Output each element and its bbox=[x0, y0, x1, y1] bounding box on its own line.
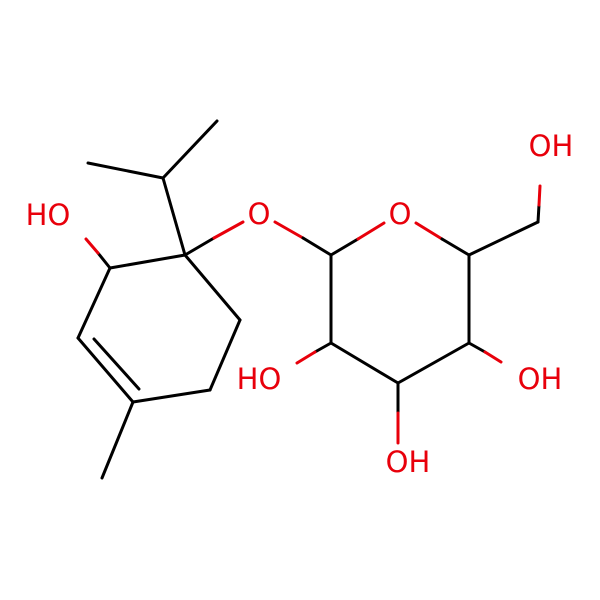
c2-hydroxyl-label: HO bbox=[237, 362, 282, 396]
bond-c2p-oh-black bbox=[313, 341, 333, 354]
bond-c2-c3 bbox=[76, 266, 112, 340]
bond-c3-c4-double bbox=[92, 337, 141, 391]
bond-ch2-oh-red bbox=[537, 184, 542, 207]
bond-c4p-oh-red bbox=[483, 350, 503, 364]
isopropyl-group bbox=[86, 119, 219, 257]
bond-ch2-oh-black bbox=[536, 203, 541, 224]
bond-isopropyl-me2 bbox=[161, 119, 219, 180]
bond-c5-c6 bbox=[208, 318, 242, 392]
bond-ring-o-c5p-red bbox=[414, 221, 444, 241]
bond-c4-c5 bbox=[131, 388, 212, 404]
bond-methyl bbox=[100, 400, 135, 480]
bond-c5p-ch2 bbox=[467, 220, 540, 257]
bond-c1p-ring-o-black bbox=[329, 237, 360, 257]
bond-c1-ether-red bbox=[212, 220, 245, 240]
ring-oxygen-label: O bbox=[389, 197, 412, 231]
hydroxymethyl-oh-label: OH bbox=[529, 129, 574, 163]
bond-ether-anomeric-red bbox=[273, 220, 305, 240]
bond-ether-anomeric-black bbox=[301, 236, 333, 257]
bond-isopropyl-me1 bbox=[86, 161, 165, 180]
bond-ring-o-c5p-black bbox=[440, 237, 471, 257]
c3-hydroxyl-label: OH bbox=[386, 445, 431, 479]
bond-c4p-c3p bbox=[396, 341, 471, 385]
bond-c3p-c2p bbox=[329, 341, 400, 385]
bond-c1-isopropyl-ch bbox=[161, 176, 187, 257]
bond-c2-oh-red bbox=[84, 237, 100, 255]
hydroxyl-label-cyclohexene: HO bbox=[26, 198, 71, 232]
bond-c6-c1 bbox=[183, 253, 242, 322]
bond-c3-c4 bbox=[76, 336, 135, 404]
bond-c1-ether-black bbox=[183, 236, 216, 257]
bond-c2-oh-black bbox=[96, 251, 112, 270]
bond-c4p-oh-black bbox=[467, 341, 487, 354]
bond-c1p-ring-o-red bbox=[356, 221, 386, 241]
pyranose-ring bbox=[329, 221, 471, 385]
c4-hydroxyl-label: OH bbox=[518, 362, 563, 396]
cyclohexene-ring bbox=[76, 253, 242, 404]
bond-c1-c2 bbox=[108, 253, 187, 270]
ether-oxygen-label: O bbox=[248, 197, 271, 231]
bond-c2p-oh-red bbox=[295, 350, 317, 365]
